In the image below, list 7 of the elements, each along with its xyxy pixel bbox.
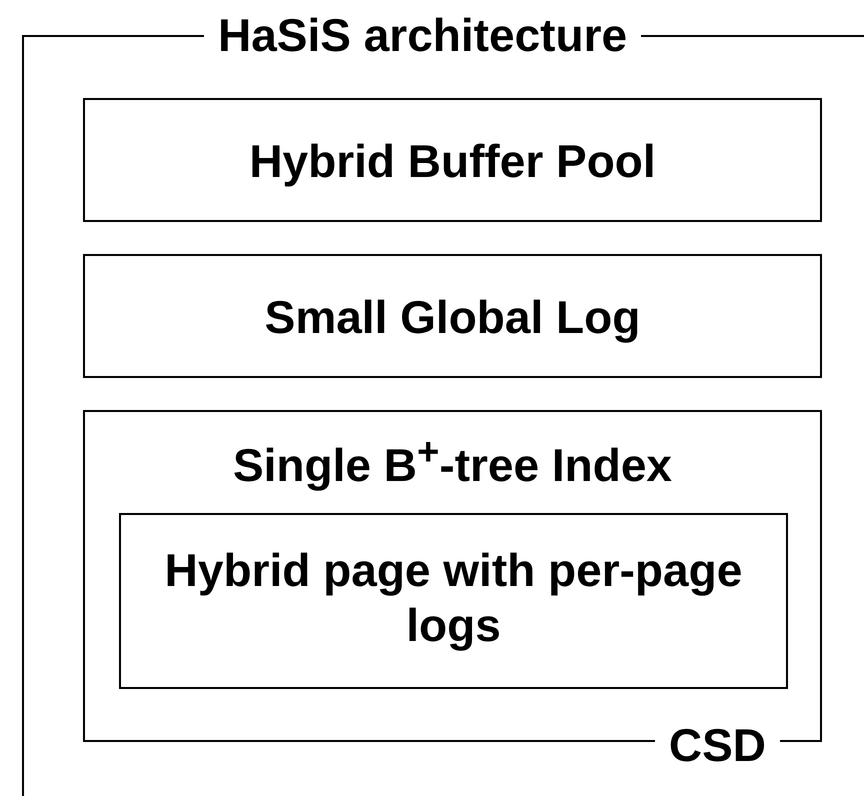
box-label: Hybrid page with per-page logs	[164, 543, 744, 654]
box-label: Single B$^{+}$-tree Index	[232, 430, 674, 494]
box-label: Hybrid Buffer Pool	[248, 134, 657, 189]
component-box	[83, 98, 822, 222]
component-box	[83, 254, 822, 378]
box-label: Small Global Log	[264, 290, 642, 345]
component-box	[119, 513, 788, 689]
